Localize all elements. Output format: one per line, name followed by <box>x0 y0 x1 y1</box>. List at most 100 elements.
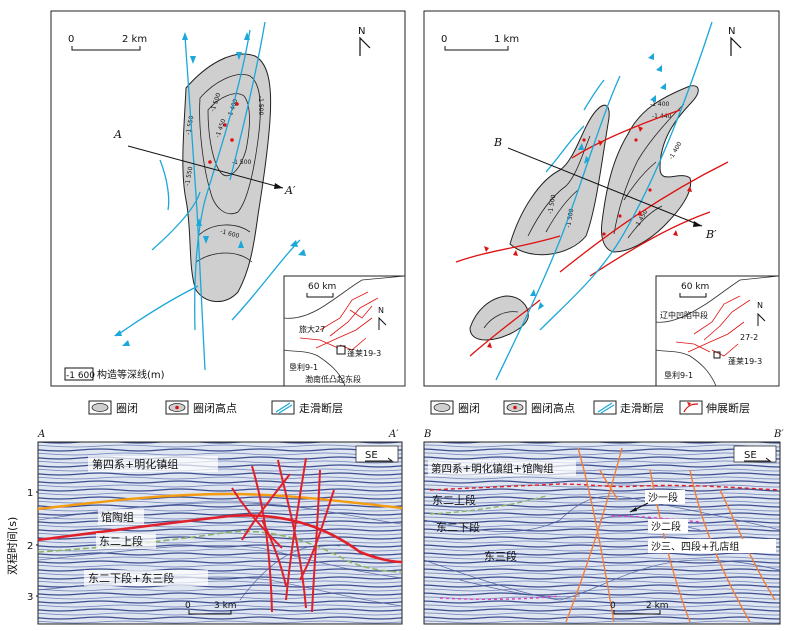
closure-high-icon <box>513 405 517 410</box>
y-axis-twt: 双程时间(s) 1 2 3 <box>6 488 38 603</box>
section-line-b: B B′ <box>493 136 717 241</box>
inset-label: 蓬莱19-3 <box>728 356 762 366</box>
strike-slip-faults-right <box>495 21 713 381</box>
closures-right <box>469 85 699 341</box>
north-arrow-icon: N <box>728 26 742 56</box>
strike-slip-faults-left <box>115 21 301 371</box>
contour-legend-label: 构造等深线(m) <box>97 368 165 381</box>
horizon-dong2-upper <box>37 514 403 564</box>
north-label: N <box>728 26 735 37</box>
section-end-label: B′ <box>705 228 717 241</box>
layer-label: 第四系+明化镇组+馆陶组 <box>431 462 554 475</box>
contour-label: -1 400 <box>650 101 670 108</box>
section-start-label: A <box>113 128 122 141</box>
contour-legend-value: -1 600 <box>66 371 95 381</box>
layer-label: 沙三、四段+孔店组 <box>651 540 739 553</box>
north-label: N <box>358 26 365 37</box>
fault-arrow-icons <box>530 53 666 310</box>
inset-map-left: 60 km N 旅大27 垦利9-1 蓬莱19-3 渤南低凸起东段 <box>283 275 406 387</box>
section-end-label: A′ <box>284 184 296 197</box>
closure-icon <box>433 403 451 412</box>
legend-strike-slip-label: 走滑断层 <box>299 401 343 415</box>
legend-extensional-label: 伸展断层 <box>706 401 750 415</box>
direction-arrow-icon: SE <box>355 445 399 463</box>
layer-label: 沙二段 <box>651 520 681 533</box>
y-tick-label: 2 <box>27 541 33 552</box>
contours-right <box>483 103 685 329</box>
legend-left: 圈闭 圈闭高点 走滑断层 <box>88 400 343 415</box>
seismic-faults-left <box>231 457 335 613</box>
map-right-scale-bar: 0 1 km <box>441 34 519 51</box>
section-end-label: B′ <box>773 429 784 440</box>
legend-closure-label: 圈闭 <box>116 402 138 415</box>
inset-label: 旅大27 <box>299 324 325 334</box>
legend-closure-label: 圈闭 <box>458 402 480 415</box>
inset-map-right: 60 km N 辽中凹陷中段 27-2 蓬莱19-3 垦利9-1 <box>655 275 780 387</box>
horizon-sha-deep <box>439 595 561 600</box>
direction-label: SE <box>365 450 378 461</box>
scale-length-label: 3 km <box>214 601 237 611</box>
extensional-fault-icon <box>683 402 699 413</box>
legend-strike-slip-label: 走滑断层 <box>620 401 664 415</box>
seismic-section-right: B B′ SE 第四系+明化镇组+馆陶组 东二上段 东二下段 <box>423 429 784 625</box>
contour-label: -1 600 <box>219 228 240 240</box>
layer-label: 东二上段 <box>432 493 476 507</box>
closure-icon <box>91 403 109 412</box>
layer-label: 东二下段 <box>436 520 480 534</box>
y-tick-label: 1 <box>27 488 33 499</box>
inset-label: 垦利9-1 <box>664 370 693 380</box>
inset-north-label: N <box>378 306 384 315</box>
layer-label: 东二下段+东三段 <box>88 571 174 585</box>
scale-zero-label: 0 <box>441 34 447 45</box>
section-scale-bar: 0 2 km <box>610 601 669 615</box>
layer-label: 东三段 <box>484 549 517 563</box>
horizon-sha1 <box>611 515 701 523</box>
y-tick-label: 3 <box>27 592 33 603</box>
seismic-section-left: A A′ SE 第四系+明化镇组 馆陶组 <box>37 429 403 625</box>
contour-label: -1 550 <box>185 115 195 135</box>
section-start-label: B <box>423 429 431 440</box>
layer-label: 东二上段 <box>99 534 143 548</box>
scale-zero-label: 0 <box>68 34 74 45</box>
inset-scale-label: 60 km <box>308 282 336 292</box>
section-end-label: A′ <box>388 429 399 440</box>
section-start-label: B <box>493 136 502 149</box>
inset-label: 垦利9-1 <box>289 362 318 372</box>
contour-label: -1 500 <box>257 96 264 116</box>
fault-tick-icons <box>484 126 692 348</box>
contour-legend: -1 600 构造等深线(m) <box>64 367 165 381</box>
inset-scale-label: 60 km <box>681 282 709 292</box>
section-scale-bar: 0 3 km <box>185 601 237 615</box>
closure-high-points <box>582 138 652 236</box>
inset-north-label: N <box>757 301 763 310</box>
map-left-scale-bar: 0 2 km <box>68 34 147 51</box>
scale-length-label: 2 km <box>122 34 147 45</box>
layer-label: 沙一段 <box>648 491 678 504</box>
direction-arrow-icon: SE <box>733 445 777 463</box>
inset-label: 渤南低凸起东段 <box>305 374 361 384</box>
scale-zero-label: 0 <box>185 601 191 611</box>
north-arrow-icon: N <box>358 26 371 56</box>
map-left-panel: 0 2 km N -1 550 -1 500 -1 450 -1 400 -1 … <box>50 10 406 387</box>
scale-length-label: 1 km <box>494 34 519 45</box>
scale-zero-label: 0 <box>610 601 616 611</box>
direction-label: SE <box>744 450 757 461</box>
horizon-dong2-right <box>429 495 547 515</box>
map-right-panel: 0 1 km N -1 400 -1 440 -1 500 - <box>423 10 780 387</box>
legend-closure-high-label: 圈闭高点 <box>193 401 237 415</box>
horizon-guantao-top <box>37 492 403 511</box>
inset-label: 蓬莱19-3 <box>347 348 381 358</box>
fault-arrow-icons <box>114 32 306 346</box>
scale-length-label: 2 km <box>646 601 669 611</box>
legend-right: 圈闭 圈闭高点 走滑断层 伸展断层 <box>430 400 750 415</box>
layer-label: 第四系+明化镇组 <box>92 457 178 471</box>
contour-label: -1 500 <box>232 159 252 166</box>
inset-label: 27-2 <box>740 333 758 342</box>
section-start-label: A <box>37 429 45 440</box>
contour-label: -1 550 <box>184 166 194 186</box>
legend-closure-high-label: 圈闭高点 <box>531 401 575 415</box>
section-line-a: A A′ <box>113 128 296 197</box>
contour-label: -1 500 <box>547 194 557 214</box>
y-axis-label: 双程时间(s) <box>6 517 19 575</box>
